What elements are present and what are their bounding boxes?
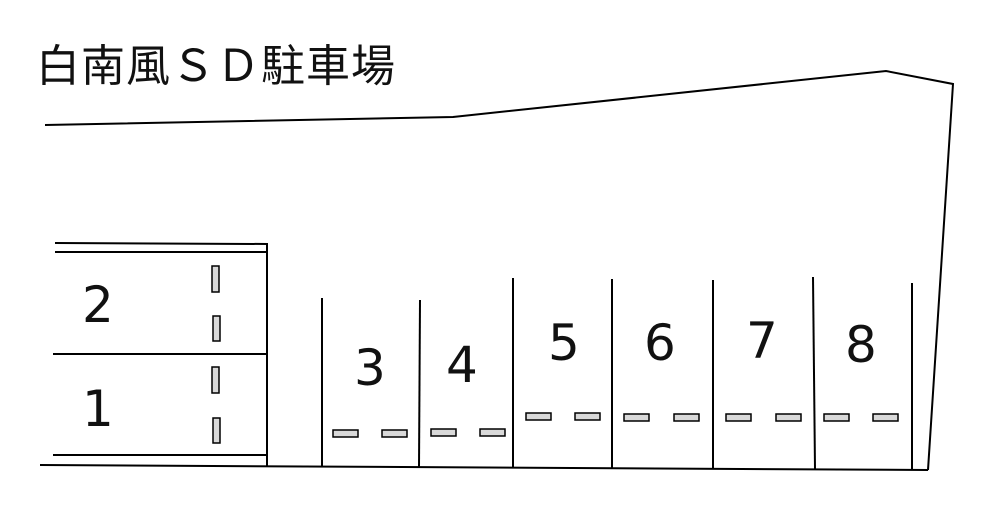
space-divider-7-8 bbox=[812, 276, 816, 470]
space-label-5: 5 bbox=[548, 314, 580, 372]
space-label-6: 6 bbox=[644, 314, 676, 372]
lot-boundary bbox=[44, 69, 955, 471]
wheel-stopper bbox=[479, 428, 506, 437]
space-label-8: 8 bbox=[845, 316, 877, 374]
wheel-stopper bbox=[775, 413, 802, 422]
wheel-stopper bbox=[525, 412, 552, 421]
wheel-stopper bbox=[872, 413, 899, 422]
ground-line bbox=[39, 464, 929, 471]
wheel-stopper bbox=[574, 412, 601, 421]
wheel-stopper bbox=[673, 413, 700, 422]
space-label-1: 1 bbox=[82, 380, 114, 438]
parking-lot-title: 白南風ＳＤ駐車場 bbox=[36, 41, 396, 92]
wheel-stopper bbox=[211, 366, 220, 394]
wheel-stopper bbox=[212, 417, 221, 444]
left-block-top-line bbox=[54, 242, 269, 245]
space-label-2: 2 bbox=[82, 276, 114, 334]
wheel-stopper bbox=[823, 413, 850, 422]
space-label-3: 3 bbox=[354, 339, 386, 397]
wheel-stopper bbox=[725, 413, 752, 422]
space-label-7: 7 bbox=[746, 312, 778, 370]
wheel-stopper bbox=[381, 429, 408, 438]
wheel-stopper bbox=[623, 413, 650, 422]
space-label-4: 4 bbox=[446, 336, 478, 394]
wheel-stopper bbox=[430, 428, 457, 437]
wheel-stopper bbox=[211, 265, 220, 293]
wheel-stopper bbox=[332, 429, 359, 438]
wheel-stopper bbox=[212, 315, 221, 342]
space-divider-3-4 bbox=[418, 299, 421, 468]
